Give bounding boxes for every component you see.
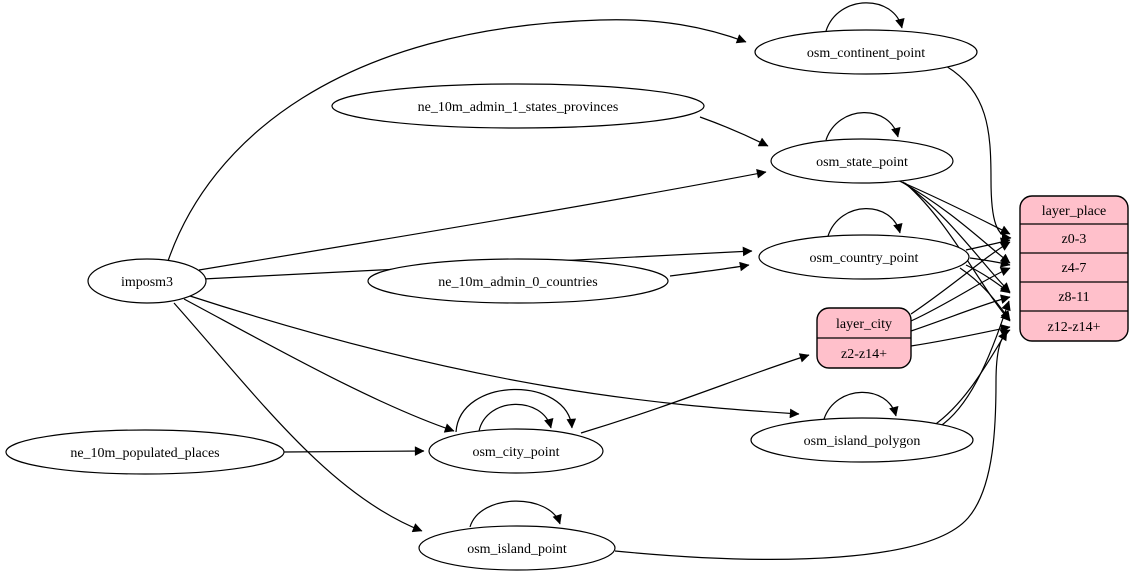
- node-ne_10m_admin_1_states_provinces-shape: [331, 83, 705, 129]
- node-ne_10m_populated_places-label: ne_10m_populated_places: [70, 446, 219, 461]
- edge-imposm3-osm_state_point: [198, 169, 767, 271]
- record-layer_city-title: layer_city: [836, 317, 892, 332]
- node-osm_island_point-shape: [418, 525, 616, 571]
- edge-imposm3-osm_city_point: [183, 298, 455, 433]
- node-osm_island_polygon-label: osm_island_polygon: [804, 434, 921, 449]
- record-layer_place-row-z4-7: z4-7: [1062, 261, 1087, 276]
- edge-osm_island_point-layer_place-z12-z14: [614, 329, 1011, 560]
- node-osm_island_point: osm_island_point: [418, 525, 616, 571]
- node-osm_continent_point-label: osm_continent_point: [807, 46, 925, 61]
- node-imposm3: imposm3: [87, 258, 207, 304]
- record-layer_place-row-z0-3: z0-3: [1062, 232, 1087, 247]
- edge-osm_island_polygon-layer_place-z8-11: [938, 300, 1011, 428]
- node-osm_country_point-shape: [758, 234, 970, 280]
- node-osm_country_point-label: osm_country_point: [810, 251, 919, 266]
- node-osm_island_polygon-shape: [750, 417, 974, 463]
- edge-layer_city-layer_place-z4-7: [910, 267, 1011, 322]
- node-osm_island_polygon: osm_island_polygon: [750, 417, 974, 463]
- node-osm_city_point-shape: [428, 428, 604, 474]
- edge-layer_city-layer_place-z0-3: [910, 241, 1011, 315]
- self-loop-osm_country_point: [827, 208, 903, 237]
- record-layer_place-title: layer_place: [1042, 204, 1107, 219]
- edges: [167, 2, 1012, 560]
- node-imposm3-label: imposm3: [121, 275, 173, 290]
- edge-osm_state_point-layer_place-z4-7: [899, 180, 1011, 264]
- node-osm_city_point: osm_city_point: [428, 428, 604, 474]
- record-layer_place-row-z12-z14: z12-z14+: [1048, 320, 1101, 335]
- node-osm_country_point: osm_country_point: [758, 234, 970, 280]
- node-osm_continent_point: osm_continent_point: [754, 29, 978, 75]
- edge-layer_city-layer_place-z12-z14: [910, 324, 1011, 347]
- record-layer_place-row-z8-11: z8-11: [1058, 290, 1089, 305]
- node-ne_10m_populated_places-shape: [5, 429, 285, 475]
- edge-osm_country_point-layer_place-z0-3: [965, 237, 1011, 251]
- self-loop-osm_island_point: [469, 500, 562, 528]
- record-layer_city-row-z2-z14: z2-z14+: [841, 347, 887, 362]
- node-ne_10m_admin_1_states_provinces: ne_10m_admin_1_states_provinces: [331, 83, 705, 129]
- node-osm_city_point-label: osm_city_point: [472, 445, 559, 460]
- node-osm_state_point-label: osm_state_point: [816, 155, 908, 170]
- edge-osm_country_point-layer_place-z8-11: [965, 264, 1011, 294]
- edge-osm_city_point-layer_city-z2-z14: [580, 353, 810, 434]
- self-loop-osm_state_point: [825, 112, 901, 141]
- self-loop-osm_city_point-inner: [478, 403, 554, 432]
- edge-ne_10m_admin_1_states_provinces-osm_state_point: [699, 116, 769, 147]
- edge-imposm3-osm_island_polygon: [189, 295, 800, 419]
- node-osm_state_point-shape: [770, 138, 954, 184]
- self-loop-osm_city_point-outer: [455, 388, 577, 433]
- self-loop-osm_island_polygon: [823, 391, 899, 420]
- node-imposm3-shape: [87, 258, 207, 304]
- node-ne_10m_populated_places: ne_10m_populated_places: [5, 429, 285, 475]
- edge-osm_continent_point-layer_place-z0-3: [945, 65, 1012, 243]
- node-osm_state_point: osm_state_point: [770, 138, 954, 184]
- node-ne_10m_admin_1_states_provinces-label: ne_10m_admin_1_states_provinces: [418, 100, 619, 115]
- edge-ne_10m_populated_places-osm_city_point: [282, 446, 425, 456]
- edge-imposm3-osm_island_point: [173, 302, 423, 533]
- node-osm_continent_point-shape: [754, 29, 978, 75]
- node-ne_10m_admin_0_countries-shape: [367, 258, 669, 304]
- node-ne_10m_admin_0_countries: ne_10m_admin_0_countries: [367, 258, 669, 304]
- edge-layer_city-layer_place-z8-11: [910, 294, 1011, 332]
- node-ne_10m_admin_0_countries-label: ne_10m_admin_0_countries: [438, 275, 597, 290]
- edge-osm_state_point-layer_place-z8-11: [902, 181, 1011, 293]
- node-osm_island_point-label: osm_island_point: [467, 542, 567, 557]
- record-layer_place-box: [1019, 195, 1129, 342]
- edge-osm_state_point-layer_place-z0-3: [896, 179, 1011, 235]
- edge-osm_country_point-layer_place-z4-7: [969, 257, 1011, 268]
- record-layer_place: layer_place z0-3 z4-7 z8-11 z12-z14+: [1019, 195, 1129, 342]
- record-layer_city: layer_city z2-z14+: [816, 307, 912, 369]
- edge-imposm3-osm_continent_point: [167, 19, 747, 262]
- edge-ne_10m_admin_0_countries-osm_country_point: [669, 261, 750, 277]
- self-loop-osm_continent_point: [825, 2, 905, 32]
